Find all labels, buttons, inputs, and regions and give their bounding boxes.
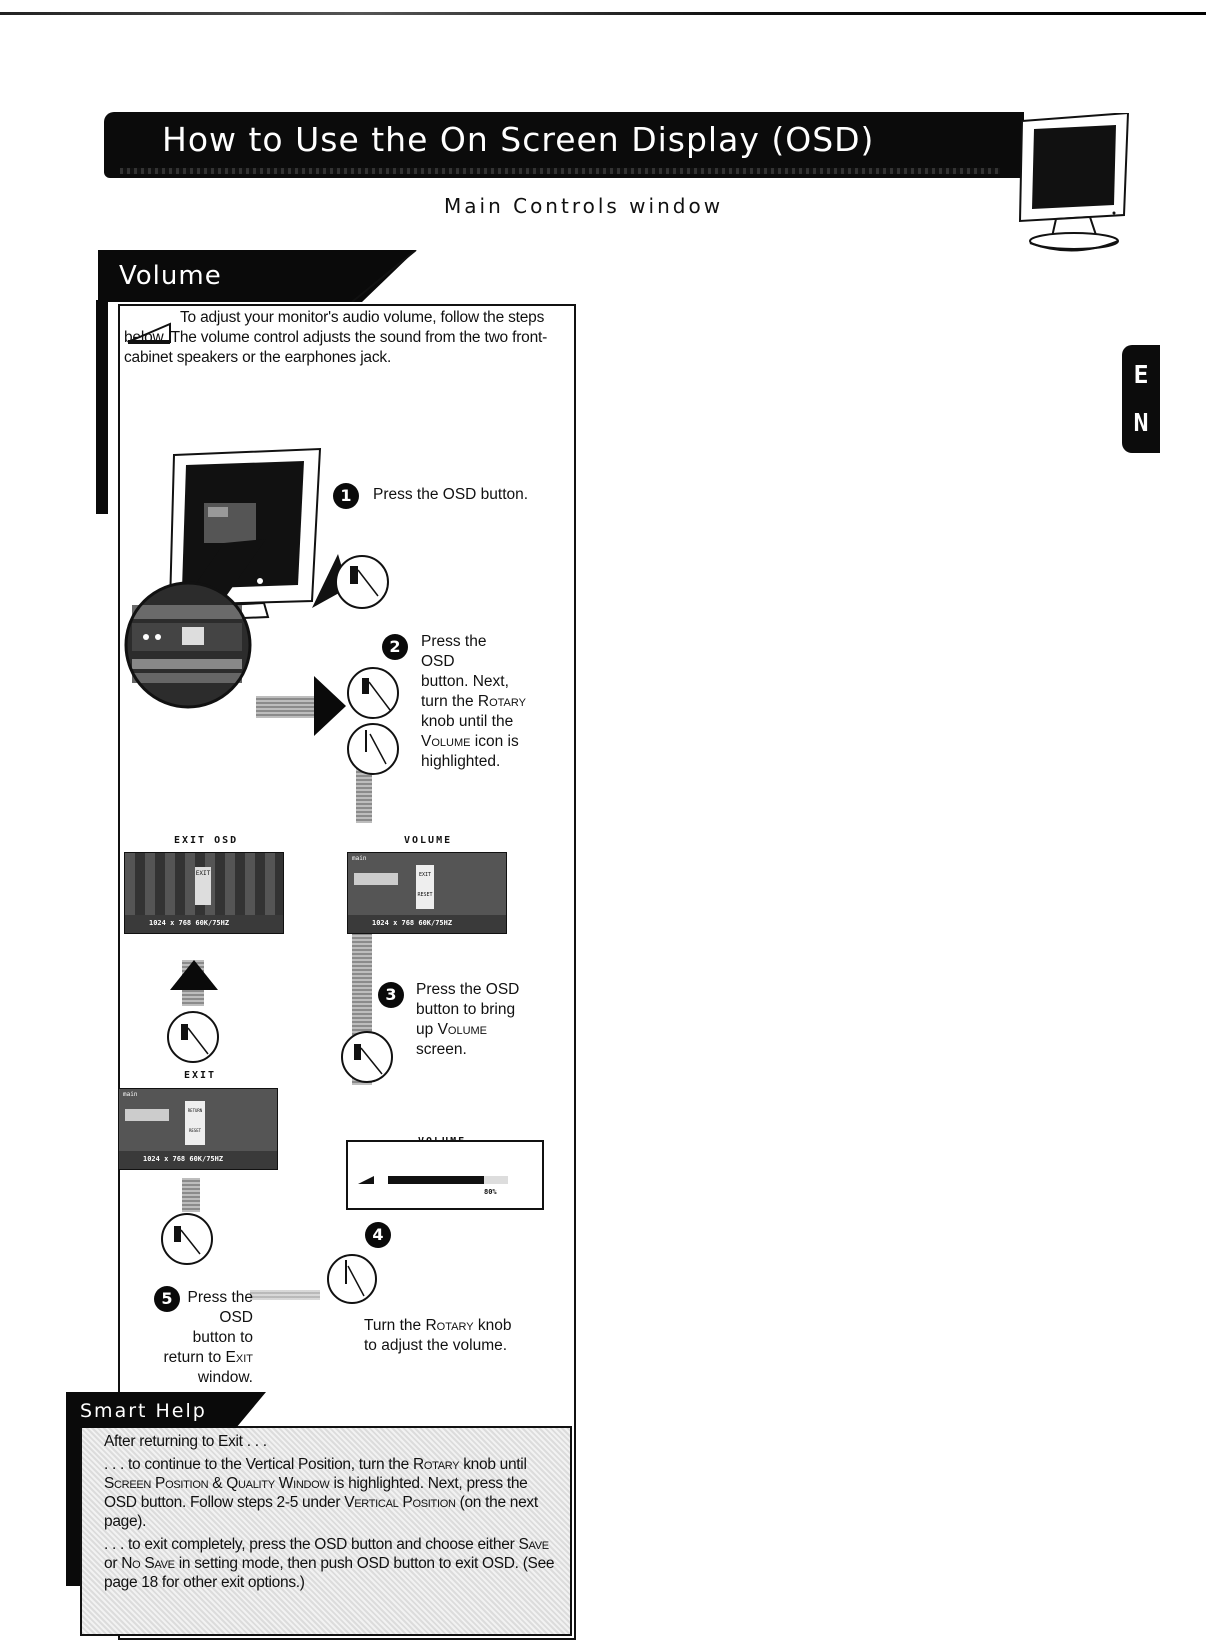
language-tab-letter-e: E [1133,360,1149,389]
step-1-text: Press the OSD button. [373,486,529,503]
volume-value: 80% [484,1188,497,1196]
smart-help-paragraph-2: . . . to exit completely, press the OSD … [104,1536,555,1591]
step-3-badge: 3 [378,982,404,1008]
smart-help-box [80,1426,572,1636]
language-tab-letter-n: N [1133,408,1149,437]
top-rule [0,12,1206,15]
section-title: Volume [119,261,222,291]
flow-connector [250,1290,320,1300]
smart-help-title: Smart Help [80,1400,207,1422]
screen-menu-title: main [123,1091,138,1098]
intro-text: To adjust your monitor's audio volume, f… [124,309,548,366]
step-2-text: Press the OSD button. Next, turn the Rot… [421,633,526,770]
volume-icon [127,322,171,344]
screen-icons-row [354,873,398,885]
osd-button-press-icon [312,554,389,609]
osd-button-press-icon [347,667,399,719]
smart-help-paragraph-1: . . . to continue to the Vertical Positi… [104,1456,538,1530]
step-4-text: Turn the Rotary knob to adjust the volum… [364,1317,512,1354]
screen-resolution: 1024 x 768 60K/75HZ [149,919,230,927]
rotary-knob-icon [327,1254,377,1304]
arrow-up-icon [170,960,218,990]
screen-exit-osd: EXIT 1024 x 768 60K/75HZ [124,852,284,934]
volume-icon [358,1176,374,1184]
volume-bar-track [388,1176,508,1184]
screen-exit-button: EXIT [195,867,211,905]
screen-volume-label: VOLUME [404,835,453,846]
screen-exit-label: EXIT [184,1070,217,1081]
screen-menu-title: main [352,855,367,862]
screen-button-stack: EXIT RESET [416,865,434,909]
osd-button-press-icon [341,1031,393,1083]
step-3-text: Press the OSD button to bring up Volume … [416,981,520,1058]
screen-exit: main RETURN RESET 1024 x 768 60K/75HZ [118,1088,278,1170]
step-4-badge: 4 [365,1222,391,1248]
screen-volume: main EXIT RESET 1024 x 768 60K/75HZ [347,852,507,934]
monitor-illustration [124,447,322,709]
screen-exit-osd-label: EXIT OSD [174,835,239,846]
section-tab [98,250,417,302]
screen-volume-bar: 80% [346,1140,544,1210]
arrow-right-icon [314,676,346,736]
step-2-badge: 2 [382,634,408,660]
language-tab-en: E N [1122,345,1160,453]
osd-button-press-icon [161,1213,213,1265]
step-5-text: Press the OSD button to return to Exit w… [163,1289,254,1386]
page-subtitle: Main Controls window [444,194,724,218]
volume-bar-fill [388,1176,484,1184]
smart-help-tab [66,1392,266,1428]
title-bar [104,112,1024,178]
monitor-icon [1018,113,1130,252]
screen-button-stack: RETURN RESET [185,1101,205,1145]
smart-help-heading: After returning to Exit . . . [104,1433,267,1450]
smart-help-spine [66,1426,80,1586]
flow-connector [256,696,316,718]
page-title: How to Use the On Screen Display (OSD) [162,120,875,159]
title-bar-texture [120,168,1000,174]
rotary-knob-icon [347,723,399,775]
screen-resolution: 1024 x 768 60K/75HZ [143,1155,224,1163]
screen-resolution: 1024 x 768 60K/75HZ [372,919,453,927]
osd-button-press-icon [167,1011,219,1063]
step-1-badge: 1 [333,483,359,509]
section-spine [96,300,108,514]
flow-connector [182,1178,200,1212]
smart-help-text: After returning to Exit . . . . . . to c… [104,1432,564,1596]
step-5-badge: 5 [154,1286,180,1312]
screen-icons-row [125,1109,169,1121]
